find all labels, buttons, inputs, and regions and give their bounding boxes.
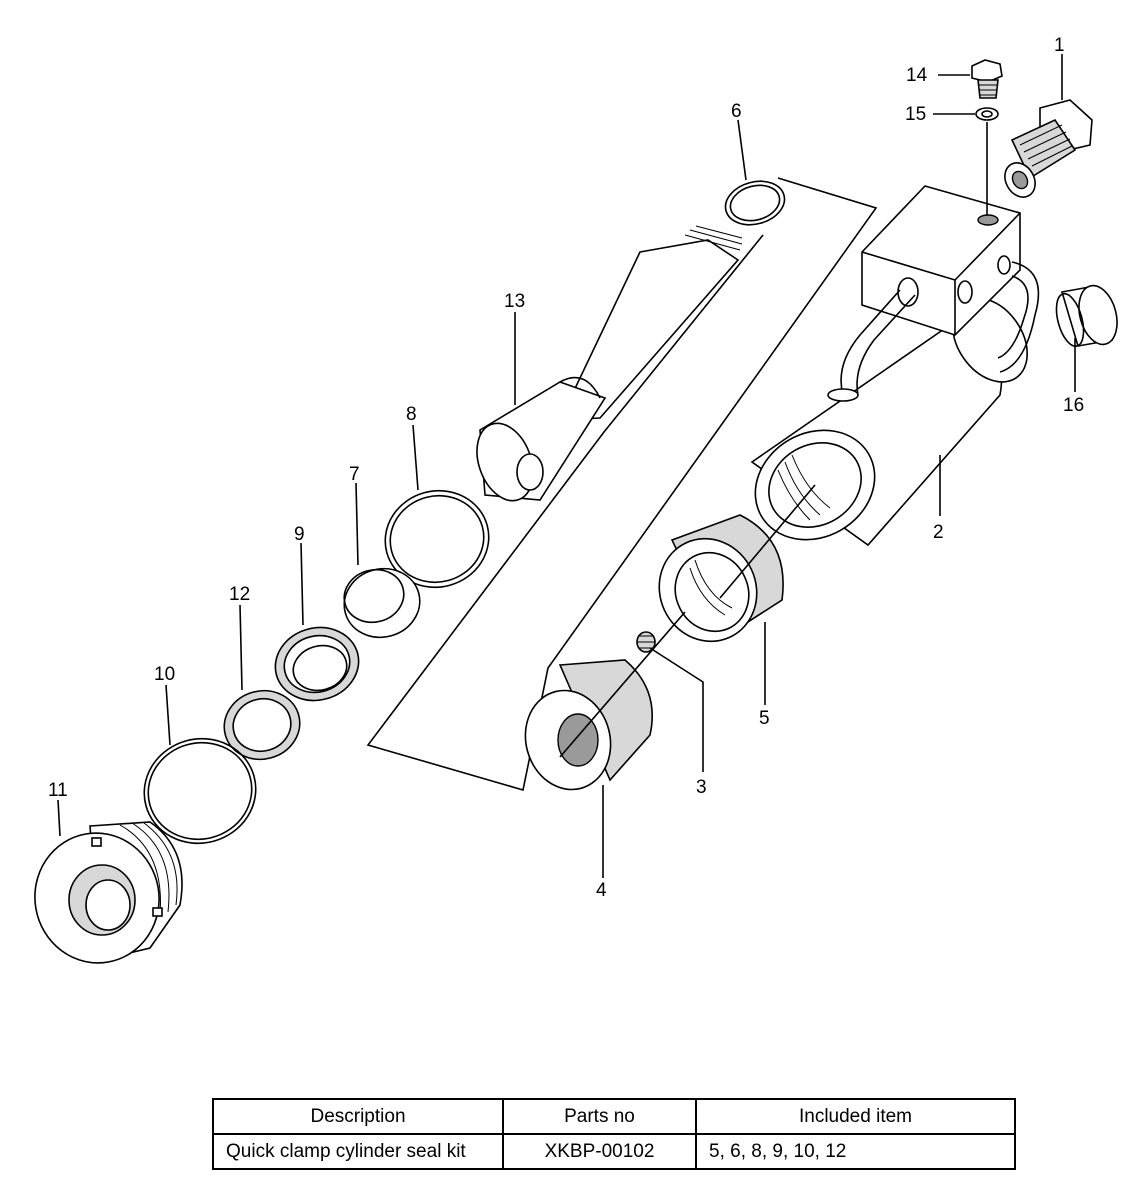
callout-12: 12 — [229, 584, 250, 605]
callout-1: 1 — [1054, 35, 1065, 56]
part-10-o-ring — [143, 737, 257, 845]
callout-3: 3 — [696, 777, 707, 798]
callout-15: 15 — [905, 104, 926, 125]
part-8-ring — [384, 489, 490, 589]
part-2-cylinder-body — [750, 185, 1040, 547]
table-row: Quick clamp cylinder seal kit XKBP-00102… — [212, 1133, 1016, 1170]
exploded-parts-diagram: 1 2 3 4 5 6 7 8 9 10 11 12 13 14 15 16 — [34, 35, 1118, 964]
callout-labels: 1 2 3 4 5 6 7 8 9 10 11 12 13 14 15 16 — [48, 35, 1084, 901]
cell-description: Quick clamp cylinder seal kit — [212, 1133, 504, 1170]
callout-11: 11 — [48, 780, 68, 801]
header-included-item: Included item — [695, 1098, 1016, 1135]
part-12-seal — [223, 689, 301, 761]
part-14-plug — [971, 59, 1003, 99]
part-9-seal — [274, 626, 360, 702]
callout-2: 2 — [933, 522, 944, 543]
callout-5: 5 — [759, 708, 770, 729]
cell-parts-no: XKBP-00102 — [502, 1133, 697, 1170]
callout-16: 16 — [1063, 395, 1084, 416]
callout-13: 13 — [504, 291, 525, 312]
callout-9: 9 — [294, 524, 305, 545]
header-parts-no: Parts no — [502, 1098, 697, 1135]
assembly-outline — [366, 177, 878, 792]
cell-included-item: 5, 6, 8, 9, 10, 12 — [695, 1133, 1016, 1170]
part-3-set-screw — [636, 631, 656, 653]
callout-10: 10 — [154, 664, 175, 685]
part-7-bushing — [343, 567, 421, 639]
callout-14: 14 — [906, 65, 928, 86]
part-16-cap — [1055, 284, 1118, 348]
part-11-gland-nut — [34, 821, 183, 964]
callout-7: 7 — [349, 464, 360, 485]
parts-table: Description Parts no Included item Quick… — [212, 1098, 1016, 1170]
table-header-row: Description Parts no Included item — [212, 1098, 1016, 1135]
part-1-valve — [1004, 99, 1093, 198]
part-13-piston-rod — [476, 225, 743, 502]
callout-6: 6 — [731, 101, 742, 122]
leader-lines — [57, 54, 1076, 878]
header-description: Description — [212, 1098, 504, 1135]
part-5-piston — [658, 514, 784, 643]
part-6-ring — [724, 180, 786, 226]
callout-4: 4 — [596, 880, 607, 901]
part-4-rod-head — [524, 659, 653, 791]
part-15-washer — [975, 107, 999, 121]
callout-8: 8 — [406, 404, 417, 425]
